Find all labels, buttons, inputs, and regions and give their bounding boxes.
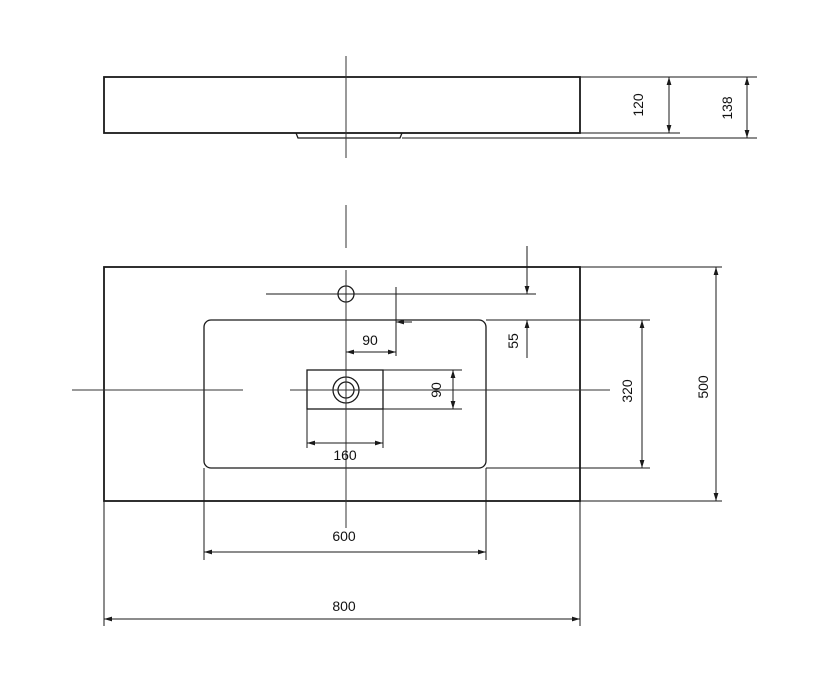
dim-label-600: 600 (332, 528, 356, 544)
dim-label-160: 160 (333, 447, 357, 463)
side-view: 120 138 (103, 56, 757, 158)
dim-label-90-vertical: 90 (428, 382, 444, 398)
plan-view: 55 90 90 160 320 500 600 (72, 205, 722, 626)
dim-label-800: 800 (332, 598, 356, 614)
dim-label-320: 320 (619, 379, 635, 403)
side-view-drain-stub (295, 132, 403, 139)
dim-label-90-horizontal: 90 (362, 332, 378, 348)
dim-label-500: 500 (695, 375, 711, 399)
dim-label-138: 138 (719, 96, 735, 120)
dim-label-120: 120 (630, 93, 646, 117)
side-view-body (103, 76, 581, 134)
plan-view-outline (103, 266, 581, 502)
bowl-outline (203, 319, 487, 469)
dim-label-55: 55 (505, 333, 521, 349)
